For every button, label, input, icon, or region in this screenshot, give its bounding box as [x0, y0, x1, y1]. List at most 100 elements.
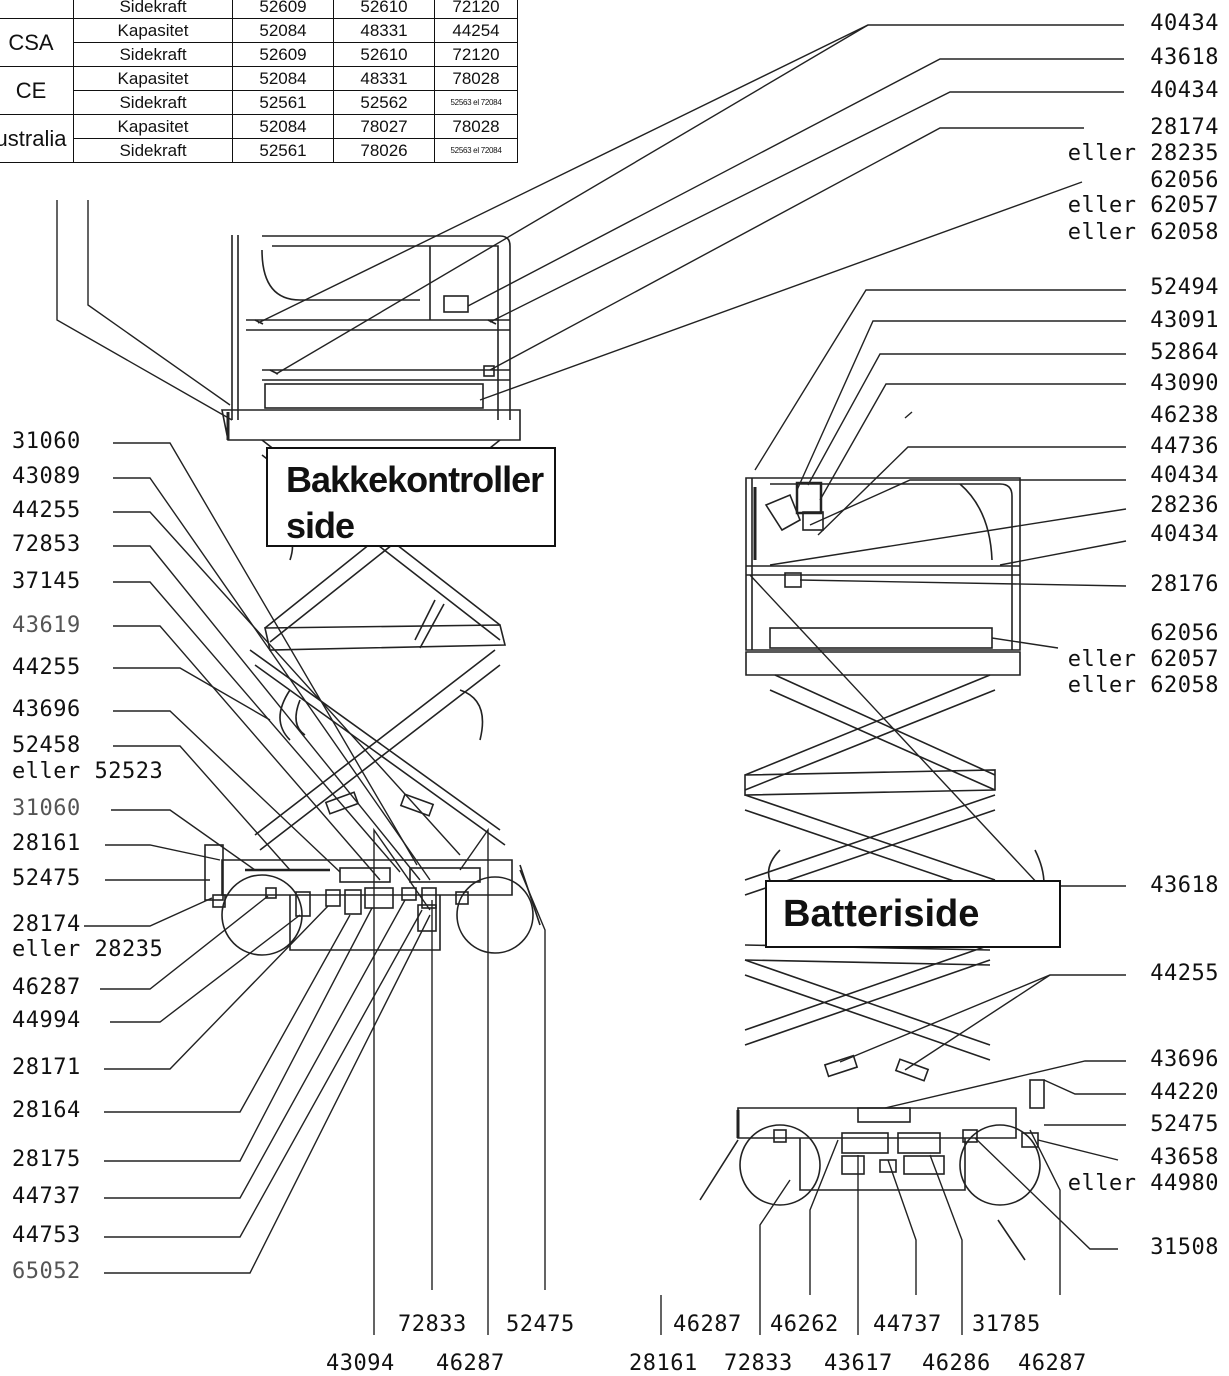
spec-value: 52610 — [333, 42, 435, 67]
part-number-label: 46287 — [1018, 1351, 1087, 1376]
spec-value: 52084 — [232, 18, 334, 43]
spec-region: CSA — [0, 18, 74, 67]
part-number-label: 43090 — [1150, 371, 1219, 396]
part-number-label: 52458 — [12, 733, 81, 758]
part-number-label: 43619 — [12, 613, 81, 638]
part-number-label: 31785 — [972, 1312, 1041, 1337]
spec-value: 48331 — [333, 66, 435, 91]
spec-value: 52563 el 72084 — [434, 90, 518, 115]
part-number-label: 44737 — [12, 1184, 81, 1209]
part-number-label: 62056 — [1150, 621, 1219, 646]
part-number-label: 44255 — [12, 655, 81, 680]
part-number-label: 28164 — [12, 1098, 81, 1123]
spec-value: 52084 — [232, 66, 334, 91]
spec-type: Kapasitet — [73, 114, 233, 139]
part-number-label: 28171 — [12, 1055, 81, 1080]
part-number-label: 40434 — [1150, 463, 1219, 488]
part-number-label: 46287 — [12, 975, 81, 1000]
part-number-label: 40434 — [1150, 78, 1219, 103]
part-number-label: eller 44980 — [1067, 1171, 1219, 1196]
part-number-label: eller 52523 — [12, 759, 164, 784]
part-number-label: 43089 — [12, 464, 81, 489]
scissor-arms-left — [249, 439, 507, 851]
part-number-label: 52494 — [1150, 275, 1219, 300]
part-number-label: 46287 — [673, 1312, 742, 1337]
part-number-label: 44753 — [12, 1223, 81, 1248]
part-number-label: 43618 — [1150, 45, 1219, 70]
spec-value: 52561 — [232, 138, 334, 163]
part-number-label: 43091 — [1150, 308, 1219, 333]
part-number-label: 72853 — [12, 532, 81, 557]
part-number-label: 46286 — [922, 1351, 991, 1376]
spec-value: 48331 — [333, 18, 435, 43]
part-number-label: 44736 — [1150, 434, 1219, 459]
part-number-label: 52475 — [506, 1312, 575, 1337]
upper-platform-right — [745, 477, 1021, 676]
part-number-label: 46238 — [1150, 403, 1219, 428]
spec-region: CE — [0, 66, 74, 115]
part-number-label: 40434 — [1150, 522, 1219, 547]
spec-type: Sidekraft — [73, 42, 233, 67]
part-number-label: 44220 — [1150, 1080, 1219, 1105]
spec-value: 52562 — [333, 90, 435, 115]
part-number-label: 31060 — [12, 796, 81, 821]
part-number-label: 43618 — [1150, 873, 1219, 898]
part-number-label: 43094 — [326, 1351, 395, 1376]
part-number-label: eller 62057 — [1067, 647, 1219, 672]
part-number-label: 44994 — [12, 1008, 81, 1033]
part-number-label: eller 62058 — [1067, 673, 1219, 698]
part-number-label: 46287 — [436, 1351, 505, 1376]
part-number-label: 72833 — [724, 1351, 793, 1376]
upper-platform-left — [221, 235, 521, 441]
spec-value: 78028 — [434, 66, 518, 91]
part-number-label: 52864 — [1150, 340, 1219, 365]
spec-type: Sidekraft — [73, 138, 233, 163]
part-number-label: 31508 — [1150, 1235, 1219, 1260]
callout-bakkekontroller-side: Bakkekontroller side — [266, 447, 556, 547]
part-number-label: 65052 — [12, 1259, 81, 1284]
part-number-label: 43658 — [1150, 1145, 1219, 1170]
spec-type: Kapasitet — [73, 18, 233, 43]
spec-value: 72120 — [434, 0, 518, 19]
chassis-right — [699, 1079, 1045, 1261]
spec-region — [0, 0, 74, 19]
part-number-label: 40434 — [1150, 11, 1219, 36]
part-number-label: 28174 — [12, 912, 81, 937]
part-number-label: 52475 — [12, 866, 81, 891]
part-number-label: 37145 — [12, 569, 81, 594]
spec-value: 78027 — [333, 114, 435, 139]
part-number-label: 31060 — [12, 429, 81, 454]
part-number-label: eller 62057 — [1067, 193, 1219, 218]
part-number-label: 28175 — [12, 1147, 81, 1172]
part-number-label: 44255 — [12, 498, 81, 523]
part-number-label: 28161 — [12, 831, 81, 856]
part-number-label: 43696 — [1150, 1047, 1219, 1072]
spec-value: 52563 el 72084 — [434, 138, 518, 163]
spec-type: Sidekraft — [73, 90, 233, 115]
part-number-label: 52475 — [1150, 1112, 1219, 1137]
scissor-arms-right — [744, 674, 1045, 1082]
part-number-label: 28176 — [1150, 572, 1219, 597]
spec-value: 78028 — [434, 114, 518, 139]
part-number-label: 43617 — [824, 1351, 893, 1376]
part-number-label: 72833 — [398, 1312, 467, 1337]
spec-value: 52610 — [333, 0, 435, 19]
spec-type: Sidekraft — [73, 0, 233, 19]
part-number-label: 28174 — [1150, 115, 1219, 140]
part-number-label: 28161 — [629, 1351, 698, 1376]
part-number-label: eller 28235 — [1067, 141, 1219, 166]
spec-value: 52609 — [232, 42, 334, 67]
callout-batteriside: Batteriside — [765, 880, 1061, 948]
part-number-label: eller 28235 — [12, 937, 164, 962]
part-number-label: 44737 — [873, 1312, 942, 1337]
part-number-label: 62056 — [1150, 168, 1219, 193]
